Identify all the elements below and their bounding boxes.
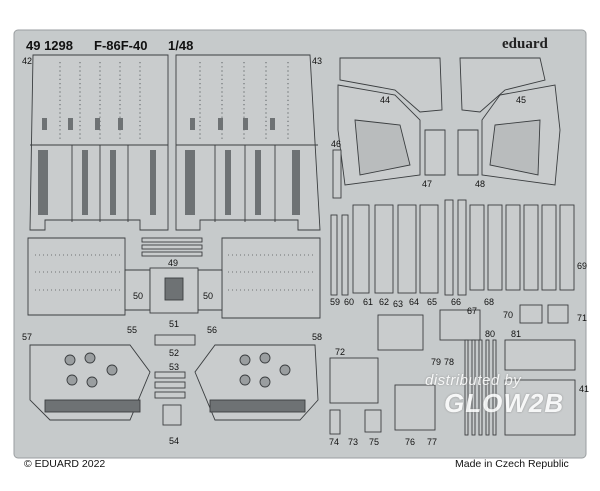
watermark-line2: GLOW2B: [444, 388, 565, 418]
parts-59-66: [330, 199, 467, 296]
part-number-66: 66: [451, 297, 462, 307]
part-number-43: 43: [312, 56, 323, 66]
part-number-72: 72: [335, 347, 346, 357]
part-number-64: 64: [409, 297, 420, 307]
part-43: [175, 54, 321, 231]
part-80: [464, 339, 497, 436]
part-number-53: 53: [169, 362, 180, 372]
part-number-76: 76: [405, 437, 416, 447]
part-number-50-right: 50: [203, 291, 214, 301]
part-number-79: 79: [431, 357, 442, 367]
part-number-62: 62: [379, 297, 390, 307]
part-number-52: 52: [169, 348, 180, 358]
part-number-41: 41: [579, 384, 590, 394]
part-number-42: 42: [22, 56, 33, 66]
part-72: [329, 357, 379, 404]
part-number-58: 58: [312, 332, 323, 342]
part-42: [29, 54, 169, 231]
part-53: [154, 371, 186, 399]
part-70: [519, 304, 543, 324]
origin-text: Made in Czech Republic: [455, 458, 569, 470]
part-67: [377, 309, 481, 351]
copyright: © EDUARD 2022: [24, 458, 106, 470]
part-number-50-left: 50: [133, 291, 144, 301]
part-number-80: 80: [485, 329, 496, 339]
part-number-63: 63: [393, 299, 404, 309]
part-50-right: [197, 237, 321, 319]
part-75: [364, 409, 382, 433]
part-number-71: 71: [577, 313, 588, 323]
part-number-51: 51: [169, 319, 180, 329]
catalog-number: 49 1298: [26, 38, 73, 53]
part-number-47: 47: [422, 179, 433, 189]
part-number-74: 74: [329, 437, 340, 447]
part-number-61: 61: [363, 297, 374, 307]
part-74: [329, 409, 341, 435]
part-number-54: 54: [169, 436, 180, 446]
part-number-67: 67: [467, 306, 478, 316]
part-49: [141, 237, 203, 257]
part-number-75: 75: [369, 437, 380, 447]
part-number-60: 60: [344, 297, 355, 307]
part-52: [154, 334, 196, 346]
part-45: [457, 57, 561, 186]
part-number-65: 65: [427, 297, 438, 307]
part-57: [29, 344, 151, 421]
part-68: [469, 204, 575, 291]
part-44: [337, 57, 446, 186]
part-number-57: 57: [22, 332, 33, 342]
part-number-45: 45: [516, 95, 527, 105]
part-number-44: 44: [380, 95, 391, 105]
scale: 1/48: [168, 38, 194, 53]
part-number-56: 56: [207, 325, 218, 335]
part-number-68: 68: [484, 297, 495, 307]
part-number-49: 49: [168, 258, 179, 268]
model-name: F-86F-40: [94, 38, 148, 53]
part-number-59: 59: [330, 297, 341, 307]
part-number-77: 77: [427, 437, 438, 447]
part-number-48: 48: [475, 179, 486, 189]
brand-logo: eduard: [502, 36, 548, 52]
part-number-70: 70: [503, 310, 514, 320]
part-number-69: 69: [577, 261, 588, 271]
part-50-left: [27, 237, 151, 316]
part-58: [194, 344, 319, 421]
part-number-73: 73: [348, 437, 359, 447]
part-54: [162, 404, 182, 426]
part-71: [547, 304, 569, 324]
part-number-55: 55: [127, 325, 138, 335]
watermark-line1: distributed by: [425, 372, 522, 389]
part-81: [504, 339, 576, 371]
part-51: [149, 267, 199, 314]
part-number-46: 46: [331, 139, 342, 149]
part-number-81: 81: [511, 329, 522, 339]
part-41: [504, 379, 576, 436]
part-number-78: 78: [444, 357, 455, 367]
part-46: [332, 149, 342, 199]
part-76: [394, 384, 436, 431]
